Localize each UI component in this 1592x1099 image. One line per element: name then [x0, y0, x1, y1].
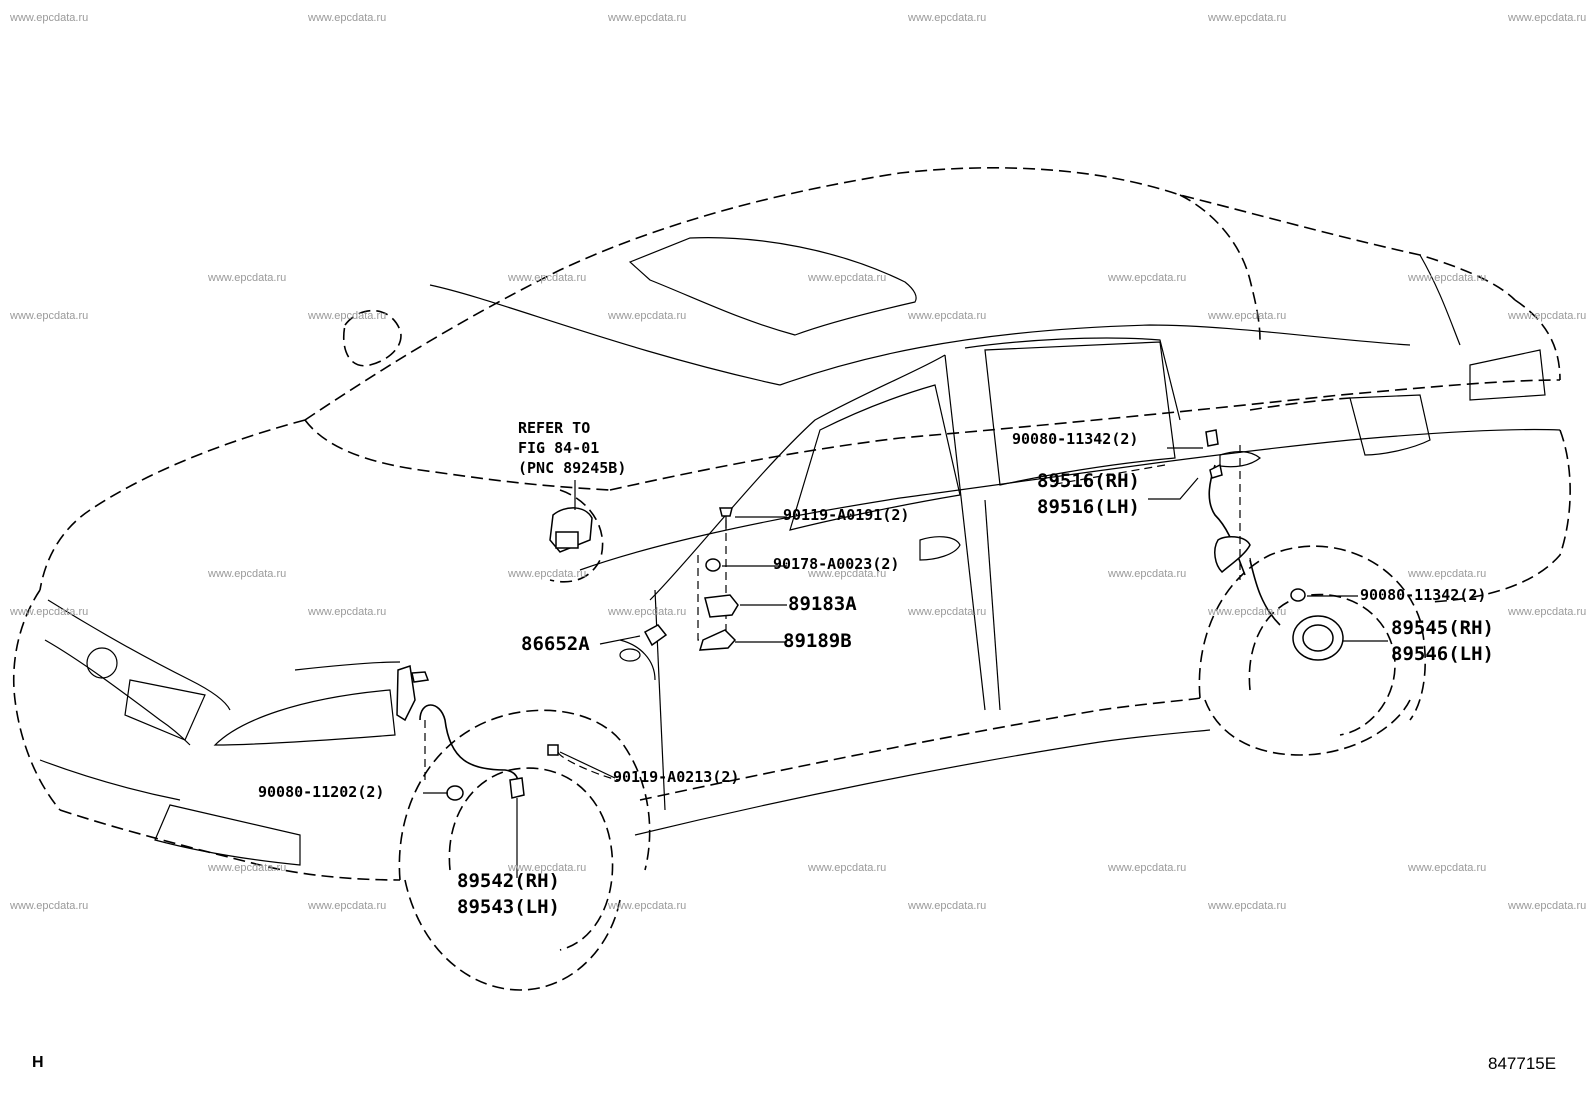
watermark: www.epcdata.ru — [508, 272, 587, 284]
watermark: www.epcdata.ru — [208, 862, 287, 874]
watermark: www.epcdata.ru — [1208, 606, 1287, 618]
parts — [396, 429, 1344, 801]
car-outline — [12, 167, 1571, 991]
label-90119-a0213: 90119-A0213(2) — [613, 768, 740, 786]
refer-note-line: FIG 84-01 — [518, 439, 600, 457]
watermark: www.epcdata.ru — [908, 900, 987, 912]
watermark: www.epcdata.ru — [10, 900, 89, 912]
label-90119-a0191: 90119-A0191(2) — [783, 506, 910, 524]
watermark: www.epcdata.ru — [608, 606, 687, 618]
watermark: www.epcdata.ru — [1408, 272, 1487, 284]
watermark: www.epcdata.ru — [808, 568, 887, 580]
label-86652a: 86652A — [521, 633, 590, 655]
watermark: www.epcdata.ru — [908, 606, 987, 618]
watermark: www.epcdata.ru — [1208, 310, 1287, 322]
watermark: www.epcdata.ru — [908, 12, 987, 24]
watermark: www.epcdata.ru — [808, 272, 887, 284]
label-89546-lh: 89546(LH) — [1391, 643, 1494, 665]
label-90080-11342-rear: 90080-11342(2) — [1360, 586, 1487, 604]
watermark: www.epcdata.ru — [1508, 900, 1587, 912]
label-89189b: 89189B — [783, 630, 852, 652]
watermark: www.epcdata.ru — [208, 272, 287, 284]
refer-note: REFER TO FIG 84-01 (PNC 89245B) — [518, 418, 626, 478]
watermark: www.epcdata.ru — [908, 310, 987, 322]
watermark: www.epcdata.ru — [1408, 862, 1487, 874]
watermark: www.epcdata.ru — [1508, 606, 1587, 618]
label-89183a: 89183A — [788, 593, 857, 615]
watermark: www.epcdata.ru — [10, 310, 89, 322]
label-90080-11202: 90080-11202(2) — [258, 783, 385, 801]
refer-note-line: (PNC 89245B) — [518, 459, 627, 477]
watermark: www.epcdata.ru — [308, 900, 387, 912]
watermark: www.epcdata.ru — [308, 606, 387, 618]
label-89545-rh: 89545(RH) — [1391, 617, 1494, 639]
watermark: www.epcdata.ru — [10, 12, 89, 24]
leader-lines — [423, 445, 1388, 878]
watermark: www.epcdata.ru — [608, 12, 687, 24]
watermark: www.epcdata.ru — [608, 310, 687, 322]
watermark: www.epcdata.ru — [1108, 272, 1187, 284]
label-89542-rh: 89542(RH) — [457, 870, 560, 892]
refer-note-line: REFER TO — [518, 419, 591, 437]
watermark: www.epcdata.ru — [1208, 12, 1287, 24]
watermark: www.epcdata.ru — [608, 900, 687, 912]
label-89543-lh: 89543(LH) — [457, 896, 560, 918]
illustration-code: 847715E — [1488, 1054, 1557, 1073]
watermark: www.epcdata.ru — [308, 310, 387, 322]
watermark: www.epcdata.ru — [508, 862, 587, 874]
label-89516-lh: 89516(LH) — [1037, 496, 1140, 518]
watermark: www.epcdata.ru — [1108, 568, 1187, 580]
watermark: www.epcdata.ru — [1208, 900, 1287, 912]
label-90080-11342-top: 90080-11342(2) — [1012, 430, 1139, 448]
watermark: www.epcdata.ru — [1508, 310, 1587, 322]
watermark: www.epcdata.ru — [1408, 568, 1487, 580]
watermark: www.epcdata.ru — [1108, 862, 1187, 874]
watermark: www.epcdata.ru — [10, 606, 89, 618]
label-89516-rh: 89516(RH) — [1037, 470, 1140, 492]
label-90178-a0023: 90178-A0023(2) — [773, 555, 900, 573]
watermark: www.epcdata.ru — [308, 12, 387, 24]
corner-mark: H — [32, 1054, 44, 1071]
watermark: www.epcdata.ru — [808, 862, 887, 874]
watermark: www.epcdata.ru — [1508, 12, 1587, 24]
watermark: www.epcdata.ru — [208, 568, 287, 580]
watermark: www.epcdata.ru — [508, 568, 587, 580]
